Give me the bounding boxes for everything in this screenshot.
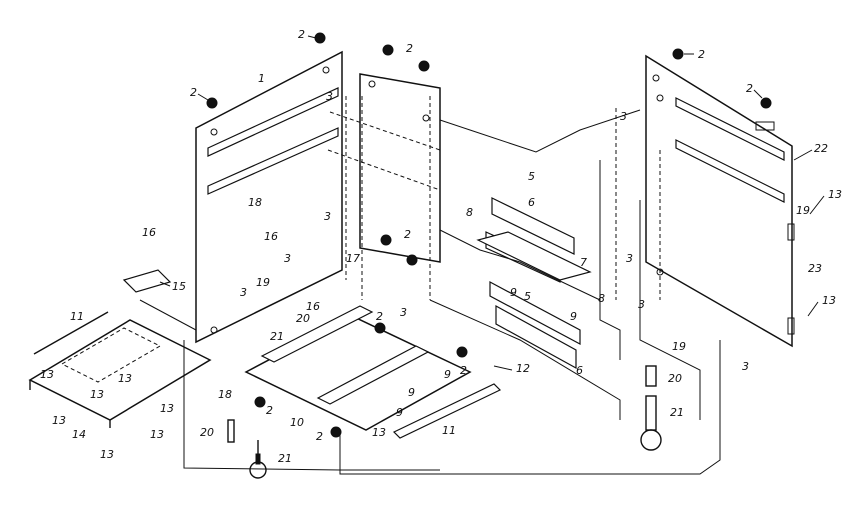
lower-shelf bbox=[489, 281, 581, 370]
callout-18: 18 bbox=[218, 388, 232, 401]
callout-13: 13 bbox=[150, 428, 164, 441]
bracket-15 bbox=[122, 269, 172, 293]
callout-16: 16 bbox=[306, 300, 320, 313]
callout-8: 8 bbox=[466, 206, 473, 219]
callout-13: 13 bbox=[52, 414, 66, 427]
callout-13: 13 bbox=[100, 448, 114, 461]
callout-2: 2 bbox=[746, 82, 753, 95]
callout-21: 21 bbox=[270, 330, 284, 343]
callout-3: 3 bbox=[620, 110, 627, 123]
callout-13: 13 bbox=[160, 402, 174, 415]
connector-lines bbox=[139, 96, 721, 475]
callout-9: 9 bbox=[408, 386, 415, 399]
callout-20: 20 bbox=[668, 372, 682, 385]
right-side-panel bbox=[645, 54, 795, 348]
callout-19: 19 bbox=[796, 204, 810, 217]
caster-21-left bbox=[249, 440, 267, 479]
callout-3: 3 bbox=[284, 252, 291, 265]
callout-18: 18 bbox=[248, 196, 262, 209]
callout-2: 2 bbox=[316, 430, 323, 443]
callout-19: 19 bbox=[256, 276, 270, 289]
callout-11: 11 bbox=[70, 310, 84, 323]
bottom-frame bbox=[244, 305, 502, 439]
callout-3: 3 bbox=[638, 298, 645, 311]
callout-2: 2 bbox=[298, 28, 305, 41]
callout-20: 20 bbox=[296, 312, 310, 325]
callout-13: 13 bbox=[828, 188, 842, 201]
callout-9: 9 bbox=[444, 368, 451, 381]
callout-17: 17 bbox=[346, 252, 360, 265]
callout-5: 5 bbox=[528, 170, 535, 183]
callout-3: 3 bbox=[240, 286, 247, 299]
callout-19: 19 bbox=[672, 340, 686, 353]
callout-9: 9 bbox=[396, 406, 403, 419]
callout-2: 2 bbox=[376, 310, 383, 323]
callout-7: 7 bbox=[580, 256, 587, 269]
callout-1: 1 bbox=[258, 72, 265, 85]
left-side-panel bbox=[195, 50, 343, 344]
knob-feet bbox=[206, 32, 772, 438]
left-drawer bbox=[28, 311, 212, 428]
callout-3: 3 bbox=[626, 252, 633, 265]
callout-3: 3 bbox=[742, 360, 749, 373]
callout-13: 13 bbox=[90, 388, 104, 401]
callout-5: 5 bbox=[524, 290, 531, 303]
callout-21: 21 bbox=[278, 452, 292, 465]
callout-2: 2 bbox=[190, 86, 197, 99]
callout-labels: 1 2 2 2 2 2 2 2 2 2 2 3 3 3 3 3 3 3 3 3 … bbox=[40, 28, 842, 465]
callout-22: 22 bbox=[814, 142, 828, 155]
callout-16: 16 bbox=[142, 226, 156, 239]
caster-21-right bbox=[640, 395, 662, 451]
callout-15: 15 bbox=[172, 280, 186, 293]
callout-11: 11 bbox=[442, 424, 456, 437]
callout-13: 13 bbox=[372, 426, 386, 439]
callout-16: 16 bbox=[264, 230, 278, 243]
callout-13: 13 bbox=[822, 294, 836, 307]
callout-23: 23 bbox=[808, 262, 822, 275]
upper-shelf bbox=[476, 197, 592, 283]
callout-2: 2 bbox=[266, 404, 273, 417]
callout-9: 9 bbox=[570, 310, 577, 323]
callout-8: 8 bbox=[598, 292, 605, 305]
callout-2: 2 bbox=[404, 228, 411, 241]
back-panel bbox=[359, 73, 441, 263]
callout-13: 13 bbox=[118, 372, 132, 385]
callout-9: 9 bbox=[510, 286, 517, 299]
callout-20: 20 bbox=[200, 426, 214, 439]
callout-2: 2 bbox=[698, 48, 705, 61]
stem-20 bbox=[227, 365, 657, 443]
callout-12: 12 bbox=[516, 362, 530, 375]
callout-21: 21 bbox=[670, 406, 684, 419]
callout-13: 13 bbox=[40, 368, 54, 381]
leader-lines bbox=[159, 35, 825, 371]
callout-6: 6 bbox=[528, 196, 535, 209]
callout-2: 2 bbox=[460, 364, 467, 377]
callout-3: 3 bbox=[326, 90, 333, 103]
callout-6: 6 bbox=[576, 364, 583, 377]
callout-3: 3 bbox=[400, 306, 407, 319]
callout-2: 2 bbox=[406, 42, 413, 55]
callout-14: 14 bbox=[72, 428, 86, 441]
callout-10: 10 bbox=[290, 416, 304, 429]
callout-3: 3 bbox=[324, 210, 331, 223]
